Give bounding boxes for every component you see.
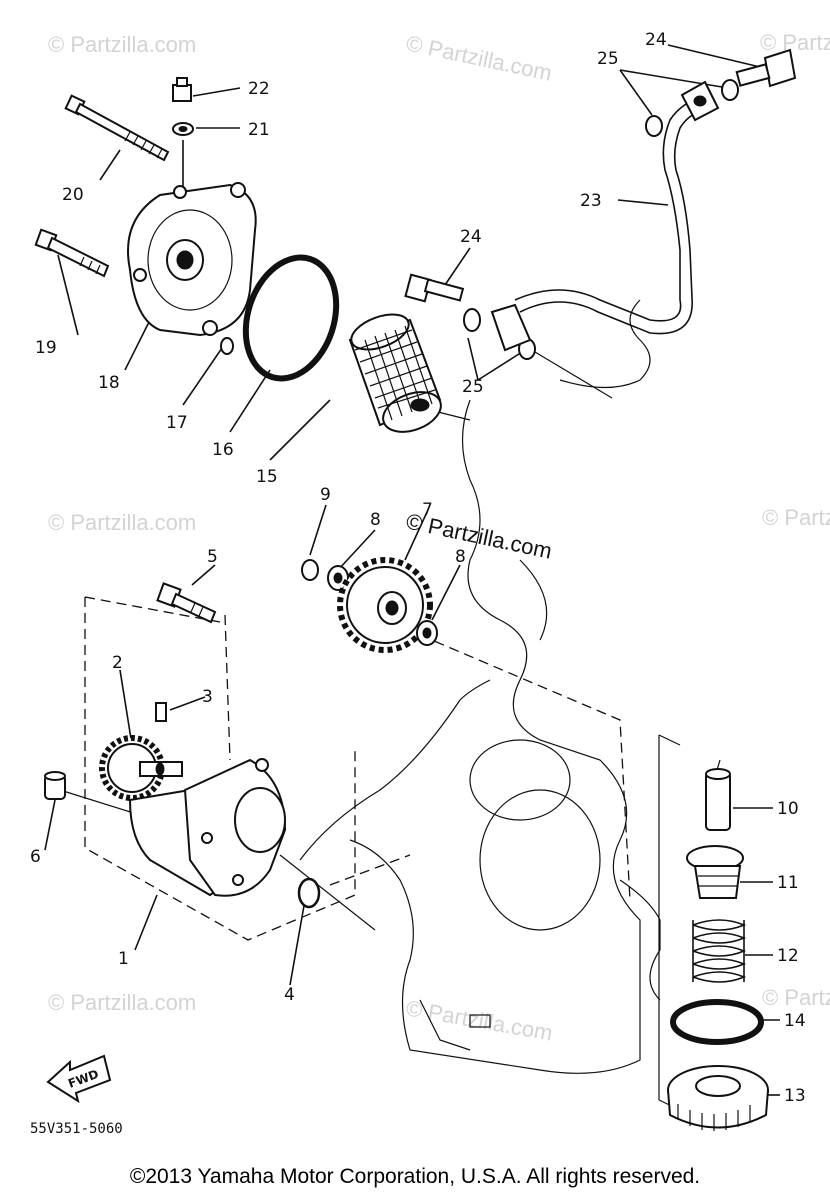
o-ring-14 [670,999,764,1045]
callout-10: 10 [777,799,799,819]
callout-23: 23 [580,191,602,211]
callout-25: 25 [462,377,484,397]
callout-20: 20 [62,185,84,205]
callout-9: 9 [320,485,331,505]
o-ring-17 [220,337,234,355]
watermark: © Partzilla.com [48,990,196,1015]
sleeve-10 [705,768,731,831]
spring-12 [692,919,747,983]
bolt-24-upper [735,48,797,88]
o-ring-16 [242,254,340,382]
oil-filter-15 [348,313,442,433]
callout-8: 8 [455,547,466,567]
watermark: © Partzilla.com [48,32,196,57]
bolt-5 [156,582,217,624]
pump-assembly-outline [84,596,356,941]
crankcase-outline [299,299,661,1074]
circlip-9 [301,559,319,581]
watermark: © Partzilla.com [760,30,830,55]
callout-22: 22 [248,79,270,99]
callout-1: 1 [118,949,129,969]
copyright-text: ©2013 Yamaha Motor Corporation, U.S.A. A… [130,1165,700,1188]
callout-13: 13 [784,1086,806,1106]
callout-24: 24 [460,227,482,247]
washer-8-hole [422,627,432,639]
oil-pump-body [128,758,287,897]
bolt-19 [34,228,110,278]
washer-25 [721,79,739,101]
washer-21 [172,122,194,136]
callout-12: 12 [777,946,799,966]
bolt-24-lower [404,273,465,303]
watermark: © Partzilla.com [48,510,196,535]
washer-8-hole [333,572,343,584]
callout-14: 14 [784,1011,806,1031]
fwd-arrow-icon: FWD [46,1054,112,1104]
filter-cover-18 [127,182,257,337]
callout-7: 7 [422,500,433,520]
oil-pipe-23 [490,80,720,352]
watermark: © Partzilla.com [404,30,554,85]
screw-22 [172,77,192,102]
o-ring-4 [297,877,321,909]
callout-25: 25 [597,49,619,69]
callout-3: 3 [202,687,213,707]
callout-21: 21 [248,120,270,140]
plug-11 [686,845,744,899]
bolt-20 [64,94,170,162]
callout-4: 4 [284,985,295,1005]
callout-11: 11 [777,873,799,893]
callout-6: 6 [30,847,41,867]
washer-25 [645,115,663,137]
washer-25 [463,308,481,332]
callout-2: 2 [112,653,123,673]
leader-lines [44,44,780,1111]
callout-24: 24 [645,30,667,50]
callout-17: 17 [166,413,188,433]
gear-7 [337,557,433,653]
callout-15: 15 [256,467,278,487]
callout-5: 5 [207,547,218,567]
watermark: © Partzilla.com [762,505,830,530]
callouts: 1 2 3 4 5 6 7 8 8 9 10 11 12 13 14 15 16… [30,30,806,1106]
cap-6 [44,771,66,800]
diagram-code: 55V351-5060 [30,1121,123,1137]
watermark: © Partzilla.com [762,985,830,1010]
pin-3 [155,702,167,722]
watermark: © Partzilla.com [404,995,554,1045]
drain-cap-13 [667,1065,769,1131]
callout-18: 18 [98,373,120,393]
gear-2 [99,735,183,801]
callout-19: 19 [35,338,57,358]
callout-8: 8 [370,510,381,530]
callout-16: 16 [212,440,234,460]
